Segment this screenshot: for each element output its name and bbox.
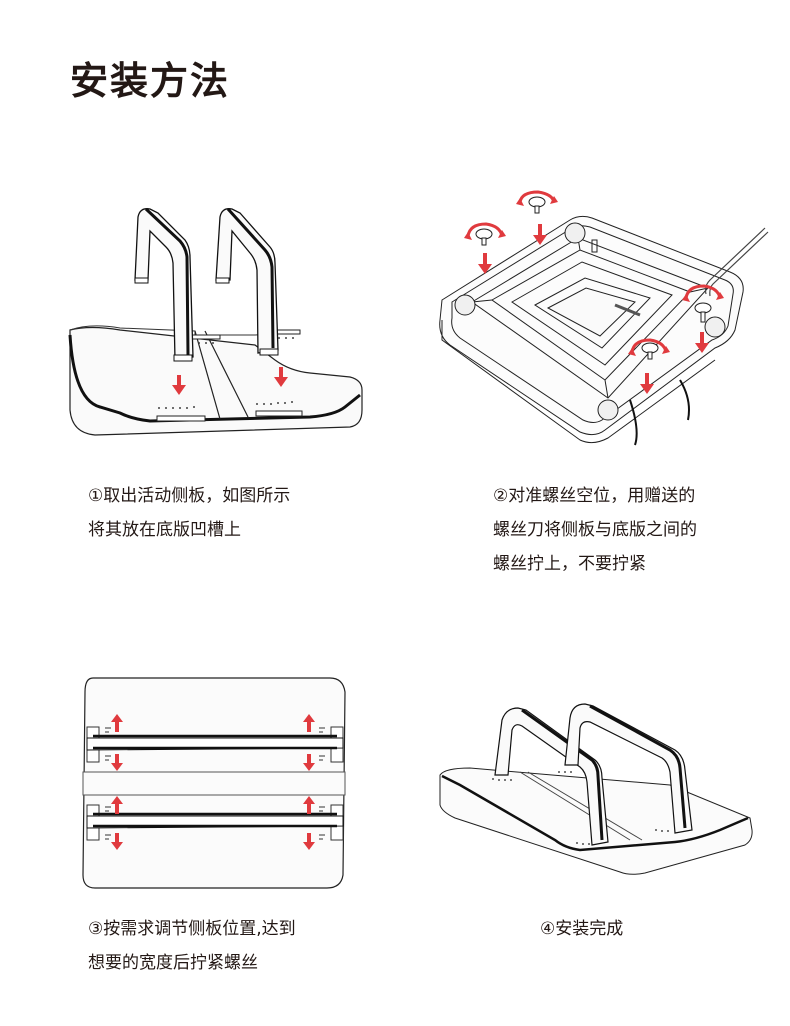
step-2-caption-line: ②对准螺丝空位，用赠送的 [493,486,696,506]
step-2-caption-line: 螺丝刀将侧板与底版之间的 [493,520,697,540]
rotate-arrow-icon [628,338,670,356]
screw-icon [641,342,659,360]
down-arrow-icon [533,224,547,245]
up-arrow-icon [111,714,123,732]
step-2-caption-line: 螺丝拧上，不要拧紧 [493,554,646,574]
rotate-arrow-icon [682,284,724,302]
screw-icon [475,228,493,246]
up-arrow-icon [111,796,123,814]
base-plate-underside-icon [439,215,744,446]
side-panel-icon [86,804,344,841]
page-title: 安装方法 [70,59,231,103]
down-arrow-icon [640,373,654,394]
step-3-caption: ③按需求调节侧板位置,达到 想要的宽度后拧紧螺丝 [88,912,296,980]
step-3-caption-line: 想要的宽度后拧紧螺丝 [88,953,258,973]
rotate-arrow-icon [464,222,506,240]
down-arrow-icon [303,833,315,850]
step-3-illustration [75,670,355,900]
base-plate-icon [68,322,363,436]
step-4-illustration [430,690,765,890]
screw-icon [528,196,546,214]
step-2-caption: ②对准螺丝空位，用赠送的 螺丝刀将侧板与底版之间的 螺丝拧上，不要拧紧 [493,479,697,581]
step-1-caption-line: 将其放在底版凹槽上 [88,520,241,540]
step-1-caption-line: ①取出活动侧板，如图所示 [88,486,291,506]
down-arrow-icon [274,367,288,387]
down-arrow-icon [111,754,123,771]
down-arrow-icon [172,375,186,395]
down-arrow-icon [695,332,709,353]
down-arrow-icon [303,754,315,771]
down-arrow-icon [478,253,492,274]
step-2-illustration [430,180,775,455]
side-panel-icon [134,207,194,362]
rotate-arrow-icon [516,190,558,206]
step-4-caption: ④安装完成 [540,912,623,946]
down-arrow-icon [111,833,123,850]
up-arrow-icon [303,796,315,814]
side-panel-icon [215,207,279,356]
step-1-illustration [60,195,380,455]
up-arrow-icon [303,714,315,732]
base-plate-top-view-icon [82,677,346,889]
step-1-caption: ①取出活动侧板，如图所示 将其放在底版凹槽上 [88,479,290,547]
step-3-caption-line: ③按需求调节侧板位置,达到 [88,919,296,939]
side-panel-icon [86,726,344,763]
assembled-stand-icon [439,703,753,875]
screw-icon [694,302,712,323]
step-4-caption-line: ④安装完成 [540,919,624,939]
